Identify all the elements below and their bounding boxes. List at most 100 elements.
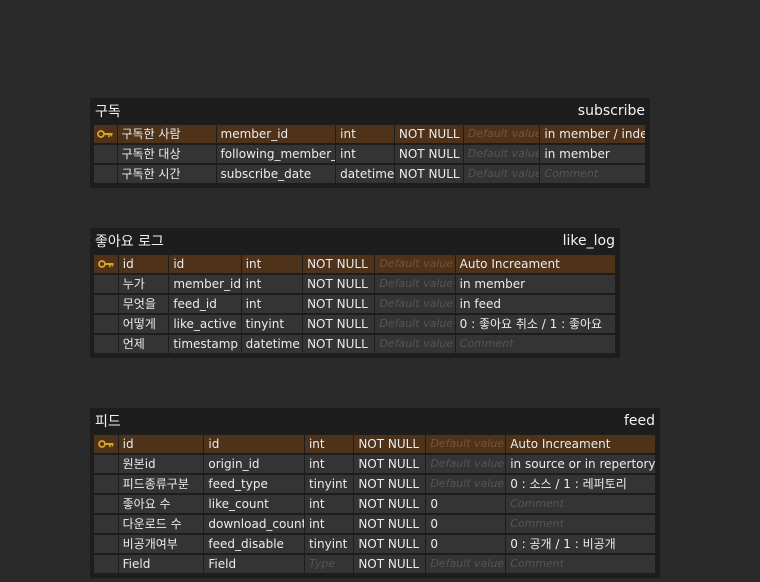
field-comment-cell[interactable]: Comment: [455, 335, 616, 353]
key-slot[interactable]: [94, 275, 118, 293]
field-comment-cell[interactable]: in member: [540, 145, 645, 163]
field-label-cell[interactable]: 어떻게: [118, 315, 169, 333]
field-comment-cell[interactable]: in feed: [455, 295, 616, 313]
field-name-cell[interactable]: origin_id: [204, 455, 304, 473]
key-icon[interactable]: [94, 125, 117, 143]
field-nullable-cell[interactable]: NOT NULL: [354, 495, 426, 513]
field-default-cell[interactable]: Default value: [375, 275, 455, 293]
key-slot[interactable]: [94, 555, 118, 573]
field-type-cell[interactable]: int: [304, 495, 354, 513]
field-type-cell[interactable]: tinyint: [241, 315, 303, 333]
field-name-cell[interactable]: member_id: [216, 125, 336, 143]
key-slot[interactable]: [94, 535, 118, 553]
field-name-cell[interactable]: like_count: [204, 495, 304, 513]
field-default-cell[interactable]: Default value: [375, 295, 455, 313]
field-default-cell[interactable]: Default value: [375, 315, 455, 333]
field-default-cell[interactable]: 0: [426, 535, 506, 553]
key-slot[interactable]: [94, 335, 118, 353]
field-name-cell[interactable]: feed_id: [169, 295, 241, 313]
key-slot[interactable]: [94, 165, 117, 183]
field-label-cell[interactable]: id: [118, 255, 169, 273]
field-nullable-cell[interactable]: NOT NULL: [394, 125, 463, 143]
field-comment-cell[interactable]: Comment: [506, 495, 655, 513]
field-type-cell[interactable]: int: [336, 145, 394, 163]
field-type-cell[interactable]: int: [241, 275, 303, 293]
field-label-cell[interactable]: 무엇을: [118, 295, 169, 313]
field-nullable-cell[interactable]: NOT NULL: [354, 555, 426, 573]
field-comment-cell[interactable]: 0 : 소스 / 1 : 레퍼토리: [506, 475, 655, 493]
field-name-cell[interactable]: download_count: [204, 515, 304, 533]
field-label-cell[interactable]: 구독한 사람: [117, 125, 216, 143]
field-type-cell[interactable]: int: [304, 515, 354, 533]
key-slot[interactable]: [94, 145, 117, 163]
field-name-cell[interactable]: timestamp: [169, 335, 241, 353]
field-comment-cell[interactable]: in member / index: [540, 125, 645, 143]
field-label-cell[interactable]: 피드종류구분: [118, 475, 204, 493]
field-label-cell[interactable]: Field: [118, 555, 204, 573]
key-slot[interactable]: [94, 455, 118, 473]
field-default-cell[interactable]: Default value: [463, 165, 540, 183]
field-label-cell[interactable]: 비공개여부: [118, 535, 204, 553]
key-slot[interactable]: [94, 295, 118, 313]
field-comment-cell[interactable]: Auto Increament: [506, 435, 655, 453]
key-slot[interactable]: [94, 315, 118, 333]
field-nullable-cell[interactable]: NOT NULL: [303, 295, 375, 313]
field-type-cell[interactable]: datetime: [336, 165, 394, 183]
field-label-cell[interactable]: 구독한 시간: [117, 165, 216, 183]
field-label-cell[interactable]: 다운로드 수: [118, 515, 204, 533]
field-default-cell[interactable]: 0: [426, 515, 506, 533]
field-label-cell[interactable]: 언제: [118, 335, 169, 353]
field-nullable-cell[interactable]: NOT NULL: [303, 335, 375, 353]
field-default-cell[interactable]: 0: [426, 495, 506, 513]
field-type-cell[interactable]: tinyint: [304, 475, 354, 493]
field-nullable-cell[interactable]: NOT NULL: [354, 435, 426, 453]
key-icon[interactable]: [94, 435, 118, 453]
field-comment-cell[interactable]: Comment: [506, 555, 655, 573]
field-comment-cell[interactable]: in source or in repertory: [506, 455, 655, 473]
field-type-cell[interactable]: Type: [304, 555, 354, 573]
field-type-cell[interactable]: int: [241, 255, 303, 273]
field-nullable-cell[interactable]: NOT NULL: [394, 165, 463, 183]
field-comment-cell[interactable]: Comment: [540, 165, 645, 183]
field-label-cell[interactable]: 원본id: [118, 455, 204, 473]
field-default-cell[interactable]: Default value: [426, 455, 506, 473]
field-nullable-cell[interactable]: NOT NULL: [354, 535, 426, 553]
field-type-cell[interactable]: int: [304, 435, 354, 453]
field-default-cell[interactable]: Default value: [375, 255, 455, 273]
field-label-cell[interactable]: 좋아요 수: [118, 495, 204, 513]
field-default-cell[interactable]: Default value: [463, 125, 540, 143]
field-default-cell[interactable]: Default value: [426, 435, 506, 453]
field-label-cell[interactable]: 누가: [118, 275, 169, 293]
field-type-cell[interactable]: datetime: [241, 335, 303, 353]
field-type-cell[interactable]: tinyint: [304, 535, 354, 553]
key-slot[interactable]: [94, 495, 118, 513]
field-default-cell[interactable]: Default value: [375, 335, 455, 353]
field-comment-cell[interactable]: Comment: [506, 515, 655, 533]
key-slot[interactable]: [94, 475, 118, 493]
field-nullable-cell[interactable]: NOT NULL: [303, 255, 375, 273]
field-nullable-cell[interactable]: NOT NULL: [303, 275, 375, 293]
field-type-cell[interactable]: int: [304, 455, 354, 473]
field-name-cell[interactable]: following_member_id: [216, 145, 336, 163]
field-name-cell[interactable]: id: [204, 435, 304, 453]
field-nullable-cell[interactable]: NOT NULL: [354, 475, 426, 493]
field-comment-cell[interactable]: 0 : 공개 / 1 : 비공개: [506, 535, 655, 553]
field-name-cell[interactable]: member_id: [169, 275, 241, 293]
field-type-cell[interactable]: int: [241, 295, 303, 313]
key-slot[interactable]: [94, 515, 118, 533]
